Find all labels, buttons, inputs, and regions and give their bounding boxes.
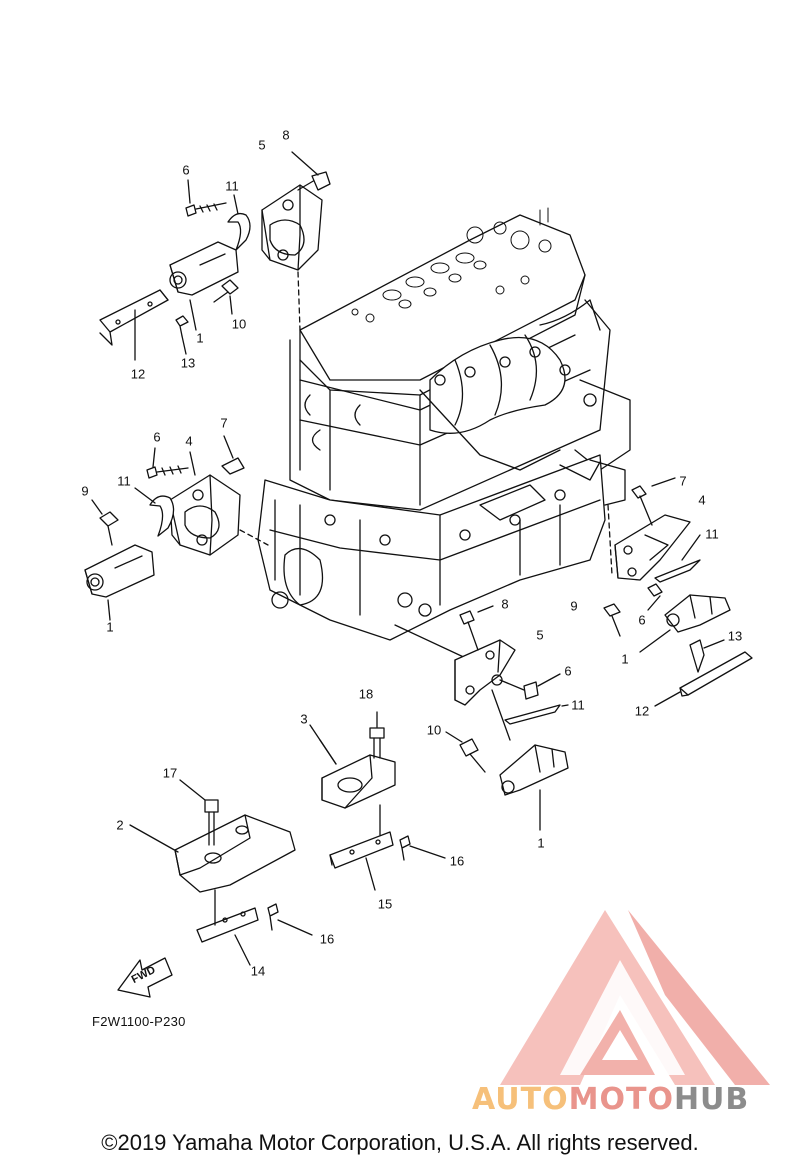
callout-14: 14 <box>250 963 266 979</box>
callout-10: 10 <box>231 316 247 332</box>
callout-16: 16 <box>319 931 335 947</box>
mount-group-upper-left <box>99 151 331 361</box>
callout-12: 12 <box>130 366 146 382</box>
callout-1: 1 <box>196 330 204 346</box>
callout-6: 6 <box>182 162 190 178</box>
callout-16: 16 <box>449 853 465 869</box>
callout-18: 18 <box>358 686 374 702</box>
callout-13: 13 <box>727 628 743 644</box>
callout-10: 10 <box>426 722 442 738</box>
callout-6: 6 <box>153 429 161 445</box>
wordmark-part-auto: AUTO <box>472 1082 569 1117</box>
callout-11: 11 <box>225 178 239 194</box>
callout-11: 11 <box>117 473 131 489</box>
callout-3: 3 <box>300 711 308 727</box>
callout-11: 11 <box>705 526 719 542</box>
callout-9: 9 <box>570 598 578 614</box>
callout-6: 6 <box>638 612 646 628</box>
callout-8: 8 <box>501 596 509 612</box>
callout-4: 4 <box>185 433 193 449</box>
callout-1: 1 <box>537 835 545 851</box>
callout-6: 6 <box>564 663 572 679</box>
callout-7: 7 <box>220 415 228 431</box>
engine-block <box>257 207 631 641</box>
callout-5: 5 <box>536 627 544 643</box>
callout-2: 2 <box>116 817 124 833</box>
mount-group-center <box>394 605 569 831</box>
callout-11: 11 <box>571 697 585 713</box>
callout-4: 4 <box>698 492 706 508</box>
mount-group-right <box>603 477 753 707</box>
callout-7: 7 <box>679 473 687 489</box>
callout-13: 13 <box>180 355 196 371</box>
callout-1: 1 <box>621 651 629 667</box>
callout-5: 5 <box>258 137 266 153</box>
automotohub-wordmark: AUTOMOTOHUB <box>472 1082 749 1117</box>
wordmark-part-hub: HUB <box>673 1082 750 1117</box>
callout-17: 17 <box>162 765 178 781</box>
callout-12: 12 <box>634 703 650 719</box>
copyright-notice: ©2019 Yamaha Motor Corporation, U.S.A. A… <box>101 1130 699 1155</box>
mount-group-lower <box>129 711 446 966</box>
wordmark-part-moto: MOTO <box>568 1082 674 1117</box>
fwd-arrow <box>117 957 173 998</box>
mount-group-middle-left <box>84 435 269 621</box>
callout-8: 8 <box>282 127 290 143</box>
callout-15: 15 <box>377 896 393 912</box>
callout-1: 1 <box>106 619 114 635</box>
automotohub-logo <box>500 910 770 1085</box>
diagram-code: F2W1100-P230 <box>92 1014 186 1029</box>
callout-9: 9 <box>81 483 89 499</box>
